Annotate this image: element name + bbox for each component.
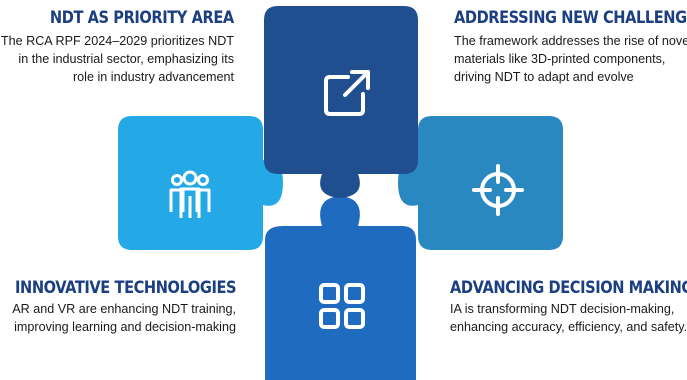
decision-making-line-1: IA is transforming NDT decision-making,: [450, 302, 675, 316]
puzzle-piece-top: [264, 6, 418, 198]
new-challenges-heading: ADDRESSING NEW CHALLENGES: [454, 8, 687, 28]
team-people-icon: [169, 170, 211, 218]
innovative-tech-description: AR and VR are enhancing NDT training, im…: [12, 300, 236, 336]
innovative-tech-line-1: AR and VR are enhancing NDT training,: [12, 302, 236, 316]
external-link-icon: [324, 70, 370, 116]
new-challenges-line-3: driving NDT to adapt and evolve: [454, 70, 634, 84]
decision-making-heading: ADVANCING DECISION MAKING: [450, 278, 687, 298]
grid-squares-icon: [319, 283, 365, 329]
puzzle-piece-bottom: [265, 196, 416, 380]
ndt-priority-line-1: The RCA RPF 2024–2029 prioritizes NDT: [0, 34, 234, 48]
innovative-tech-heading: INNOVATIVE TECHNOLOGIES: [14, 278, 237, 298]
crosshair-target-icon: [472, 164, 524, 216]
ndt-priority-line-3: role in industry advancement: [72, 70, 234, 84]
ndt-priority-description: The RCA RPF 2024–2029 prioritizes NDT in…: [1, 32, 234, 86]
new-challenges-line-2: materials like 3D-printed components,: [454, 52, 666, 66]
decision-making-description: IA is transforming NDT decision-making, …: [450, 300, 687, 336]
ndt-priority-line-2: in the industrial sector, emphasizing it…: [18, 52, 234, 66]
new-challenges-description: The framework addresses the rise of nove…: [454, 32, 687, 86]
puzzle-piece-right: [398, 116, 563, 250]
innovative-tech-line-2: improving learning and decision-making: [14, 320, 236, 334]
decision-making-line-2: enhancing accuracy, efficiency, and safe…: [450, 320, 687, 334]
ndt-priority-heading: NDT AS PRIORITY AREA: [50, 8, 234, 28]
new-challenges-line-1: The framework addresses the rise of nove…: [454, 34, 687, 48]
